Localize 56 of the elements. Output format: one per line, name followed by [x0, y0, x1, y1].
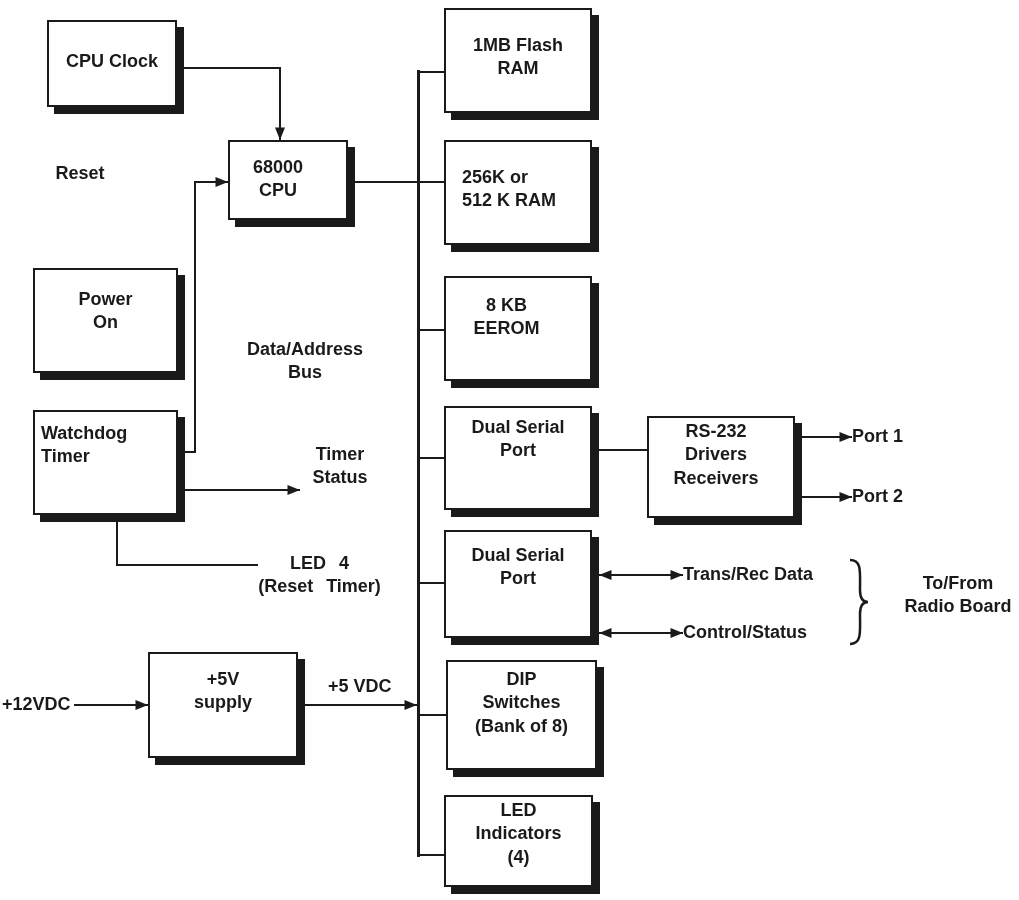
connector-line	[419, 854, 445, 856]
connector-line	[116, 521, 259, 566]
box-label: Dual Serial Port	[470, 416, 566, 463]
connector-line	[419, 457, 445, 459]
block-box	[446, 660, 604, 777]
box-label: 1MB Flash RAM	[472, 34, 564, 81]
signal-label: Control/Status	[683, 621, 818, 645]
block-box	[647, 416, 802, 525]
arrow	[184, 177, 229, 453]
arrow	[73, 700, 149, 710]
box-label: Dual Serial Port	[470, 544, 566, 591]
signal-label: Port 1	[852, 425, 912, 449]
box-label: Watchdog Timer	[41, 422, 129, 469]
block-box	[47, 20, 184, 114]
box-label: +5V supply	[193, 668, 253, 715]
block-box	[444, 406, 599, 517]
signal-label: Port 2	[852, 485, 912, 509]
block-box	[444, 8, 599, 120]
arrow	[801, 432, 853, 442]
signal-label: Timer Status	[300, 443, 380, 498]
arrow	[801, 492, 853, 502]
box-label: 8 KB EEROM	[472, 294, 541, 341]
connector-line	[419, 582, 445, 584]
connector-line	[419, 71, 445, 73]
signal-label: Trans/Rec Data	[683, 563, 823, 587]
block-box	[444, 530, 599, 645]
connector-line	[598, 449, 648, 451]
box-label: DIP Switches (Bank of 8)	[474, 668, 569, 738]
text-label: To/From Radio Board	[903, 572, 1013, 619]
box-label: CPU Clock	[65, 50, 159, 73]
arrow	[598, 570, 684, 580]
block-box	[444, 276, 599, 388]
text-label: Reset	[54, 162, 106, 185]
block-box	[444, 795, 600, 894]
block-box	[33, 410, 185, 522]
block-box	[444, 140, 599, 252]
arrow	[304, 700, 418, 710]
box-label: 68000 CPU	[251, 156, 305, 203]
arrow	[183, 67, 285, 141]
connector-line	[354, 181, 418, 183]
text-label: Data/Address Bus	[245, 338, 364, 385]
block-box	[228, 140, 355, 227]
connector-line	[419, 329, 445, 331]
connector-line	[419, 181, 445, 183]
arrow	[598, 628, 684, 638]
bus-line	[417, 70, 420, 857]
box-label: LED Indicators (4)	[474, 799, 563, 869]
signal-label: LED 4 (Reset Timer)	[258, 552, 381, 602]
box-label: 256K or 512 K RAM	[462, 166, 558, 213]
box-label: RS-232 Drivers Receivers	[672, 420, 760, 490]
connector-line	[419, 714, 447, 716]
block-box	[33, 268, 185, 380]
box-label: Power On	[77, 288, 134, 335]
arrow	[184, 485, 301, 495]
block-box	[148, 652, 305, 765]
signal-label: +12VDC	[2, 693, 74, 717]
